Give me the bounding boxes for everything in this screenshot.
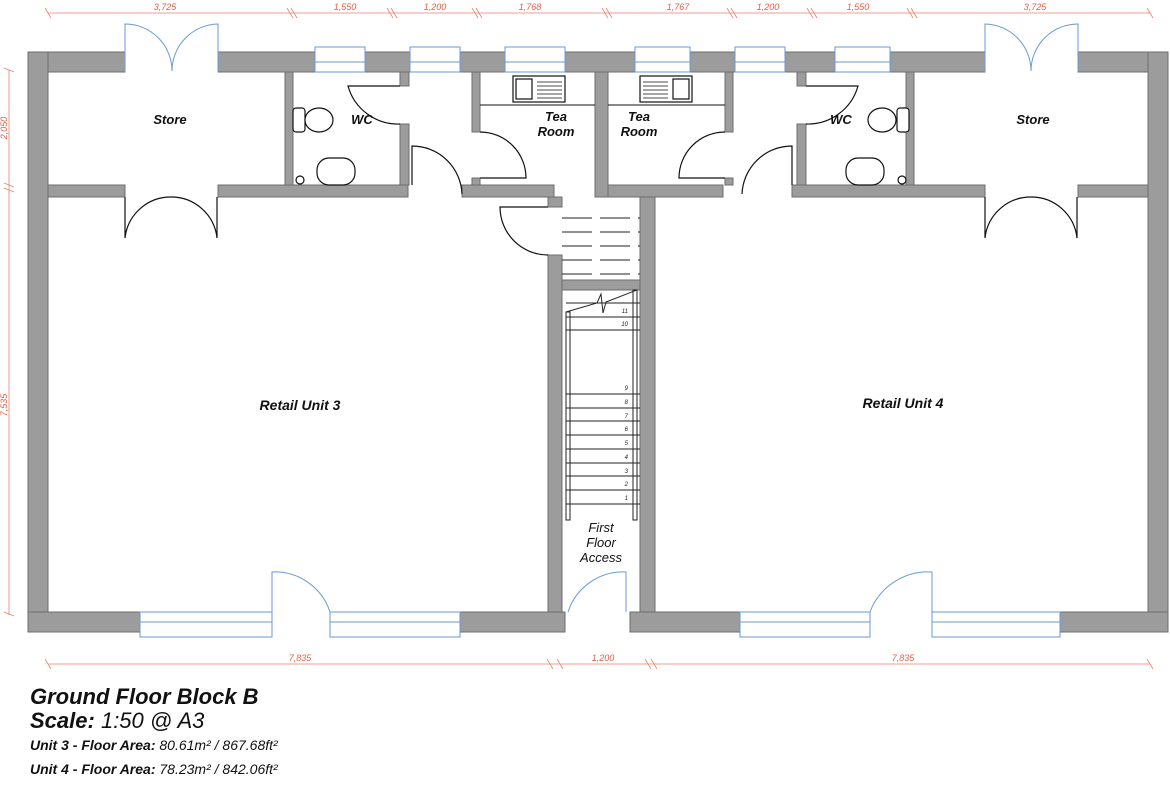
dim-left-1: 2,050 bbox=[0, 117, 9, 141]
room-store-right: Store bbox=[1016, 112, 1049, 127]
dim-left-2: 7,535 bbox=[0, 393, 9, 417]
tread-number: 1 bbox=[625, 496, 628, 502]
fixtures bbox=[292, 75, 910, 186]
dim-top-6: 1,200 bbox=[757, 2, 780, 12]
plan-scale: Scale: 1:50 @ A3 bbox=[30, 708, 204, 734]
tread-number: 7 bbox=[625, 414, 629, 420]
toilet-icon bbox=[867, 107, 897, 133]
tread-number: 10 bbox=[621, 322, 628, 328]
room-labels: Store WC Tea Room Tea Room WC Store Reta… bbox=[153, 109, 1049, 565]
dim-top-2: 1,550 bbox=[334, 2, 357, 12]
room-tea-right-2: Room bbox=[621, 124, 658, 139]
dim-top-8: 3,725 bbox=[1024, 2, 1048, 12]
unit4-value: 78.23m² / 842.06ft² bbox=[159, 761, 278, 777]
window bbox=[409, 46, 461, 73]
room-retail-unit-4: Retail Unit 4 bbox=[863, 395, 944, 411]
drain-icon bbox=[295, 175, 305, 185]
unit3-value: 80.61m² / 867.68ft² bbox=[159, 737, 278, 753]
dim-bottom-3: 7,835 bbox=[892, 653, 916, 663]
unit4-label: Unit 4 - Floor Area: bbox=[30, 761, 156, 777]
staircase: 11 10 9 8 7 6 5 4 3 2 1 bbox=[562, 217, 640, 521]
tread-number: 3 bbox=[625, 469, 629, 475]
dim-top-7: 1,550 bbox=[847, 2, 870, 12]
window bbox=[931, 611, 1061, 638]
dim-top-3: 1,200 bbox=[424, 2, 447, 12]
toilet-icon bbox=[304, 107, 334, 133]
dimension-left: 2,050 7,535 bbox=[0, 67, 15, 617]
room-tea-left-2: Room bbox=[538, 124, 575, 139]
window bbox=[314, 46, 366, 73]
internal-doors bbox=[124, 85, 1078, 256]
plan-title: Ground Floor Block B bbox=[30, 684, 259, 709]
dim-top-1: 3,725 bbox=[154, 2, 178, 12]
unit3-label: Unit 3 - Floor Area: bbox=[30, 737, 156, 753]
window bbox=[139, 611, 273, 638]
basin-icon bbox=[316, 157, 356, 186]
room-access-3: Access bbox=[579, 550, 622, 565]
basin-icon bbox=[845, 157, 885, 186]
window bbox=[734, 46, 786, 73]
dim-bottom-1: 7,835 bbox=[289, 653, 313, 663]
room-tea-right-1: Tea bbox=[628, 109, 650, 124]
dim-top-4: 1,768 bbox=[519, 2, 542, 12]
tread-number: 8 bbox=[625, 400, 629, 406]
dimension-top: 3,725 1,550 1,200 1,768 1,767 1,200 1,55… bbox=[44, 2, 1154, 19]
scale-label: Scale: bbox=[30, 708, 95, 733]
room-store-left: Store bbox=[153, 112, 186, 127]
dim-bottom-2: 1,200 bbox=[592, 653, 615, 663]
room-retail-unit-3: Retail Unit 3 bbox=[260, 397, 341, 413]
room-tea-left-1: Tea bbox=[545, 109, 567, 124]
tread-number: 11 bbox=[622, 309, 628, 315]
window bbox=[739, 611, 871, 638]
scale-value: 1:50 @ A3 bbox=[100, 708, 205, 733]
toilet-icon bbox=[292, 107, 306, 133]
external-doors bbox=[124, 23, 1079, 613]
tread-number: 5 bbox=[625, 441, 629, 447]
tread-number: 9 bbox=[625, 386, 629, 392]
room-wc-left: WC bbox=[351, 112, 373, 127]
window bbox=[834, 46, 891, 73]
dim-top-5: 1,767 bbox=[667, 2, 691, 12]
window bbox=[329, 611, 461, 638]
room-access-2: Floor bbox=[586, 535, 616, 550]
window bbox=[634, 46, 691, 73]
tread-number: 6 bbox=[625, 427, 629, 433]
room-access-1: First bbox=[588, 520, 615, 535]
tread-number: 4 bbox=[625, 455, 629, 461]
unit3-area: Unit 3 - Floor Area: 80.61m² / 867.68ft² bbox=[30, 737, 278, 753]
unit4-area: Unit 4 - Floor Area: 78.23m² / 842.06ft² bbox=[30, 761, 278, 777]
dimension-bottom: 7,835 1,200 7,835 bbox=[44, 653, 1154, 670]
drain-icon bbox=[897, 175, 907, 185]
walls bbox=[27, 51, 1169, 633]
tread-number: 2 bbox=[624, 482, 629, 488]
toilet-icon bbox=[896, 107, 910, 133]
room-wc-right: WC bbox=[830, 112, 852, 127]
windows bbox=[139, 46, 1061, 638]
window bbox=[504, 46, 566, 73]
